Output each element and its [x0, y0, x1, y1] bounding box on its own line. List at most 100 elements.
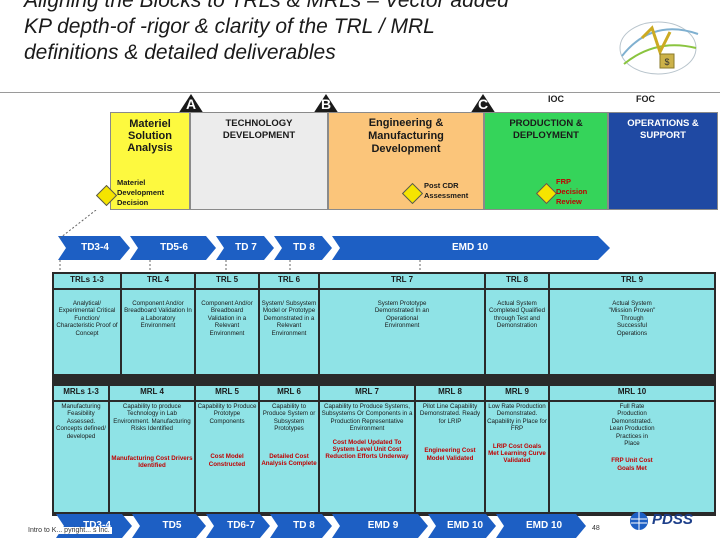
phase-pd: PRODUCTION & DEPLOYMENT — [484, 112, 608, 210]
milestone-foc-label: FOC — [636, 94, 655, 104]
phase-msa: Materiel Solution Analysis — [110, 112, 190, 210]
mrl-header-3: MRL 5 — [196, 386, 258, 400]
bottom-arrow-label-6: EMD 10 — [446, 520, 484, 531]
top-arrow-2 — [130, 236, 216, 260]
mrl-header-8: MRL 10 — [550, 386, 714, 400]
trl-text-2: Component And/or Breadboard Validation I… — [122, 290, 194, 374]
phase-td: TECHNOLOGY DEVELOPMENT — [190, 112, 328, 210]
trl-header-6: TRL 8 — [486, 274, 548, 288]
bottom-arrow-2 — [132, 514, 206, 538]
bottom-arrow-5 — [332, 514, 428, 538]
mdd-label: Materiel Development Decision — [117, 178, 165, 207]
bottom-arrow-label-4: TD 8 — [293, 520, 315, 531]
phase-td-title: TECHNOLOGY DEVELOPMENT — [222, 118, 296, 141]
bottom-arrow-7 — [496, 514, 586, 538]
mrl-text-3: Capability to Produce Prototype Componen… — [197, 403, 257, 425]
mrl-cell-7: Low Rate Production Demonstrated. Capabi… — [486, 402, 548, 512]
bottom-arrow-label-3: TD6-7 — [227, 520, 255, 531]
trl-mrl-grid: TRLs 1-3 TRL 4 TRL 5 TRL 6 TRL 7 TRL 8 T… — [52, 272, 716, 516]
trl-text-1: Analytical/ Experimental Critical Functi… — [54, 290, 120, 374]
phase-os-title: OPERATIONS & SUPPORT — [627, 118, 699, 141]
alignment-lines — [59, 210, 421, 272]
mrl-header-6: MRL 8 — [416, 386, 484, 400]
milestone-b-triangle — [313, 94, 339, 114]
mrl-text-4: Capability to Produce System or Subsyste… — [262, 403, 316, 433]
mrl-cell-6: Pilot Line Capability Demonstrated. Read… — [416, 402, 484, 512]
mrl-deliverable-8: FRP Unit Cost Goals Met — [611, 457, 653, 472]
bottom-arrow-3 — [206, 514, 270, 538]
top-arrow-5 — [332, 236, 610, 260]
top-arrow-4 — [274, 236, 332, 260]
title-line-2: KP depth-of -rigor & clarity of the TRL … — [24, 15, 435, 38]
trl-header-2: TRL 4 — [122, 274, 194, 288]
mrl-cell-5: Capability to Produce Systems, Subsystem… — [320, 402, 414, 512]
mrl-cell-1: Manufacturing Feasibility Assessed. Conc… — [54, 402, 108, 512]
top-arrow-label-5: EMD 10 — [451, 242, 489, 253]
pdss-logo: PDSS — [628, 510, 714, 536]
mrl-deliverable-6: Engineering Cost Model Validated — [424, 447, 476, 462]
mrl-header-4: MRL 6 — [260, 386, 318, 400]
trl-text-3: Component And/or Breadboard Validation i… — [196, 290, 258, 374]
mrl-deliverable-2: Manufacturing Cost Drivers Identified — [111, 454, 193, 470]
mrl-text-7: Low Rate Production Demonstrated. Capabi… — [487, 403, 547, 433]
bottom-arrow-label-1: TD3-4 — [83, 520, 111, 531]
page-number: 48 — [592, 525, 600, 532]
mrl-deliverable-4: Detailed Cost Analysis Complete — [261, 452, 317, 468]
mrl-text-1: Manufacturing Feasibility Assessed. Conc… — [56, 403, 106, 440]
bottom-arrow-label-7: EMD 10 — [525, 520, 563, 531]
trl-text-5: System Prototype Demonstrated In an Oper… — [320, 290, 484, 374]
trl-header-3: TRL 5 — [196, 274, 258, 288]
title-line-3: definitions & detailed deliverables — [24, 41, 336, 64]
trl-header-1: TRLs 1-3 — [54, 274, 120, 288]
pdss-brand: PDSS — [652, 511, 693, 528]
phase-pd-title: PRODUCTION & DEPLOYMENT — [509, 118, 583, 141]
dau-logo-icon: $ — [619, 21, 699, 75]
milestone-a-triangle — [178, 94, 204, 114]
milestone-a-label: A — [185, 96, 197, 112]
title-divider — [0, 92, 720, 93]
trl-header-7: TRL 9 — [550, 274, 714, 288]
title-line-1: Aligning the Blocks to TRLs & MRLs – Vec… — [24, 0, 509, 12]
top-arrow-label-1: TD3-4 — [81, 242, 109, 253]
top-arrow-label-4: TD 8 — [293, 242, 315, 253]
trl-text-4: System/ Subsystem Model or Prototype Dem… — [260, 290, 318, 374]
milestone-c-triangle — [470, 94, 496, 114]
mrl-deliverable-5: Cost Model Updated To System Level Unit … — [325, 438, 409, 461]
top-arrow-bar — [58, 236, 610, 260]
bottom-arrow-label-2: TD5 — [162, 520, 182, 531]
frp-label: FRP Decision Review — [556, 177, 588, 206]
mrl-cell-8: Full Rate Production Demonstrated. Lean … — [550, 402, 714, 512]
slide-title: Aligning the Blocks to TRLs & MRLs – Vec… — [24, 0, 614, 66]
mrl-header-5: MRL 7 — [320, 386, 414, 400]
phase-msa-title: Materiel Solution Analysis — [127, 118, 173, 154]
milestone-b-label: B — [320, 96, 332, 112]
mrl-text-2: Capability to produce Technology in Lab … — [113, 403, 191, 433]
trl-text-6: Actual System Completed Qualified throug… — [486, 290, 548, 374]
svg-text:$: $ — [664, 57, 669, 67]
bottom-arrow-bar — [56, 514, 586, 538]
mrl-deliverable-3: Cost Model Constructed — [208, 453, 246, 468]
pdss-globe-icon — [630, 512, 648, 530]
mrl-header-7: MRL 9 — [486, 386, 548, 400]
mrl-cell-2: Capability to produce Technology in Lab … — [110, 402, 194, 512]
mrl-header-2: MRL 4 — [110, 386, 194, 400]
mrl-cell-3: Capability to Produce Prototype Componen… — [196, 402, 258, 512]
mrl-text-8: Full Rate Production Demonstrated. Lean … — [609, 403, 655, 448]
post-cdr-label: Post CDR Assessment — [424, 181, 469, 200]
milestone-ioc-label: IOC — [548, 94, 565, 104]
mrl-cell-4: Capability to Produce System or Subsyste… — [260, 402, 318, 512]
mrl-deliverable-7: LRIP Cost Goals Met Learning Curve Valid… — [488, 442, 546, 465]
phase-os: OPERATIONS & SUPPORT — [608, 112, 718, 210]
mrl-text-6: Pilot Line Capability Demonstrated. Read… — [419, 403, 481, 425]
phase-emd-title: Engineering & Manufacturing Development — [368, 117, 444, 155]
top-arrow-label-2: TD5-6 — [160, 242, 188, 253]
mrl-text-5: Capability to Produce Systems, Subsystem… — [321, 403, 413, 433]
trl-header-5: TRL 7 — [320, 274, 484, 288]
top-arrow-label-3: TD 7 — [235, 242, 257, 253]
top-arrow-3 — [216, 236, 274, 260]
trl-header-4: TRL 6 — [260, 274, 318, 288]
footer-text: Intro to K... pyright... s Inc. — [26, 527, 112, 534]
bottom-arrow-6 — [428, 514, 496, 538]
bottom-arrow-label-5: EMD 9 — [367, 520, 399, 531]
milestone-c-label: C — [477, 96, 489, 112]
